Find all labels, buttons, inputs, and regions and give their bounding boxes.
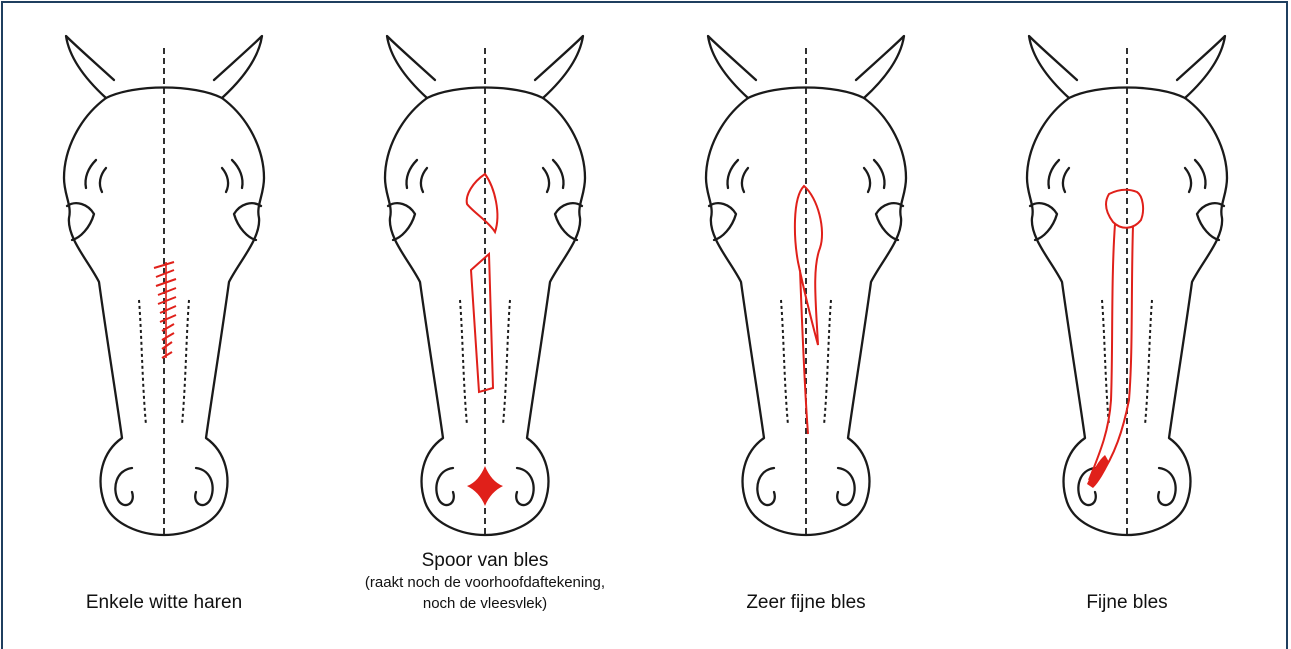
fine-blaze-marking [1089, 190, 1143, 480]
caption-title: Zeer fijne bles [686, 592, 926, 614]
caption-fijne-bles: Fijne bles [1007, 592, 1247, 614]
caption-zeer-fijne-bles: Zeer fijne bles [686, 592, 926, 614]
horse-head-1 [64, 36, 264, 538]
caption-spoor-van-bles: Spoor van bles (raakt noch de voorhoofda… [350, 550, 620, 648]
white-hairs-marking [154, 262, 176, 358]
trace-marking [467, 174, 498, 392]
horse-head-3 [706, 36, 906, 538]
caption-enkele-witte-haren: Enkele witte haren [44, 592, 284, 614]
caption-title: Spoor van bles [350, 550, 620, 572]
caption-title: Enkele witte haren [44, 592, 284, 614]
horse-head-4 [1027, 36, 1227, 538]
fine-blaze-tip [1087, 455, 1109, 488]
horse-head-2 [385, 36, 585, 538]
flesh-spot-marking [467, 466, 503, 506]
very-fine-blaze-marking [795, 186, 822, 434]
caption-subtitle: (raakt noch de voorhoofdaftekening, noch… [350, 572, 620, 614]
caption-title: Fijne bles [1007, 592, 1247, 614]
